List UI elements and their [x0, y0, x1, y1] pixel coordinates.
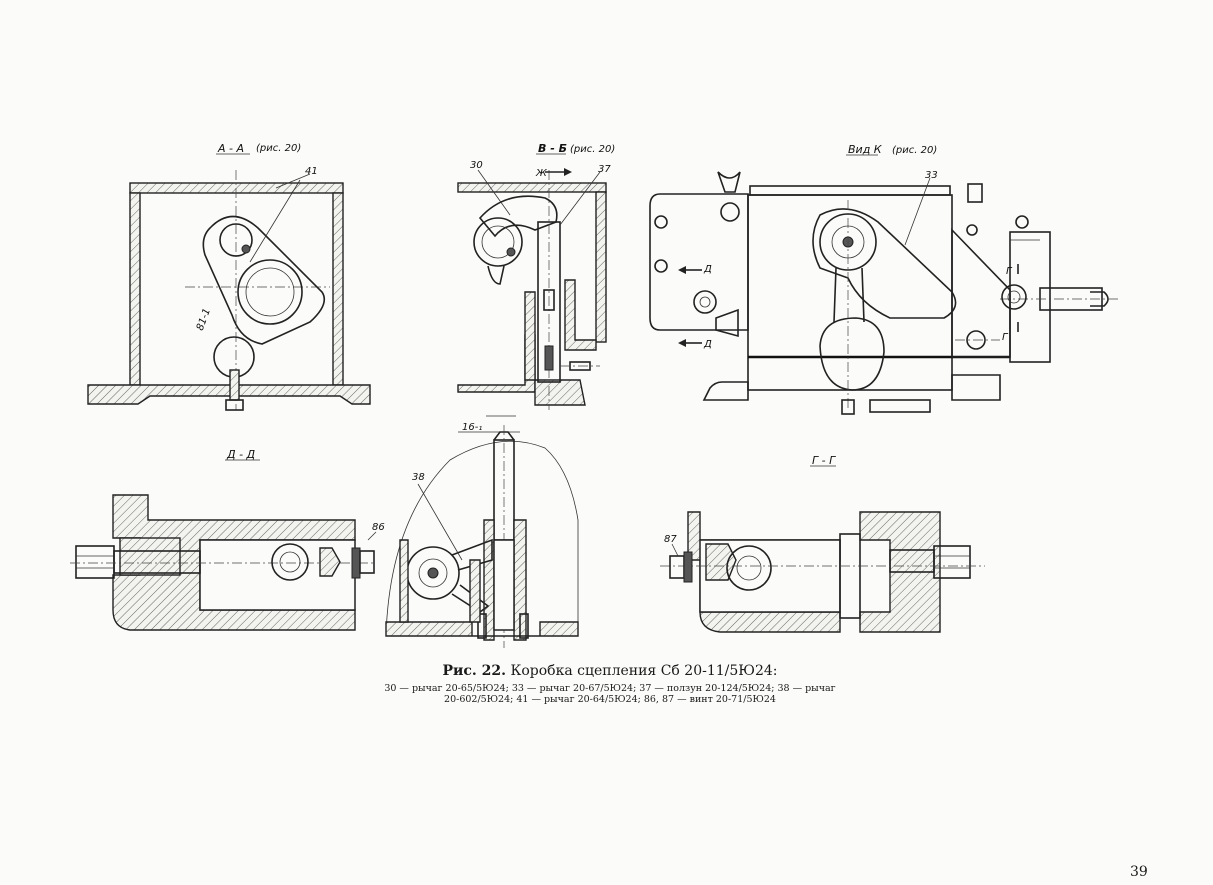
part-33-label: 33: [925, 170, 938, 181]
arrow-g-top-label: Г: [1006, 266, 1013, 277]
section-bb: В - Б (рис. 20) 30 37 Ж: [457, 142, 615, 410]
section-bb-title: В - Б: [538, 142, 567, 155]
part-41-label: 41: [305, 166, 318, 177]
section-aa-title: А - А: [217, 142, 244, 155]
arrow-zh-label: Ж: [535, 168, 548, 179]
section-dd: Д - Д 86: [70, 448, 385, 631]
figure-title: Коробка сцепления Сб 20-11/5Ю24:: [510, 663, 778, 679]
part-37-label: 37: [598, 164, 611, 175]
dim-81-label: 81-1: [195, 307, 213, 332]
view-k-title: Вид К: [848, 143, 883, 156]
figure-caption-line-2: 20-602/5Ю24; 41 — рычаг 20-64/5Ю24; 86, …: [444, 694, 776, 705]
section-bb-ref: (рис. 20): [570, 144, 615, 155]
part-86-label: 86: [372, 522, 385, 533]
part-38-label: 38: [412, 472, 425, 483]
section-gg: Г - Г 87: [660, 454, 985, 633]
section-zh: 16-₁ 38: [385, 415, 579, 648]
section-dd-title: Д - Д: [226, 448, 256, 461]
dim-16-label: 16-₁: [462, 422, 482, 433]
part-87-label: 87: [664, 534, 677, 545]
arrow-d-top-label: Д: [703, 264, 712, 275]
view-k-ref: (рис. 20): [892, 145, 937, 156]
view-k: Вид К (рис. 20) 33: [649, 143, 1120, 415]
arrow-d-bottom-label: Д: [703, 339, 712, 350]
figure-caption-title: Рис. 22. Коробка сцепления Сб 20-11/5Ю24…: [330, 663, 890, 679]
figure-caption-line-1: 30 — рычаг 20-65/5Ю24; 33 — рычаг 20-67/…: [384, 683, 836, 694]
page-number: 39: [1130, 864, 1148, 880]
figure-number: Рис. 22.: [442, 663, 507, 679]
section-aa: А - А (рис. 20) 41 81-1: [87, 142, 371, 411]
part-30-label: 30: [470, 160, 483, 171]
section-gg-title: Г - Г: [812, 454, 836, 467]
arrow-g-bottom-label: Г: [1002, 332, 1009, 343]
section-aa-ref: (рис. 20): [256, 143, 301, 154]
